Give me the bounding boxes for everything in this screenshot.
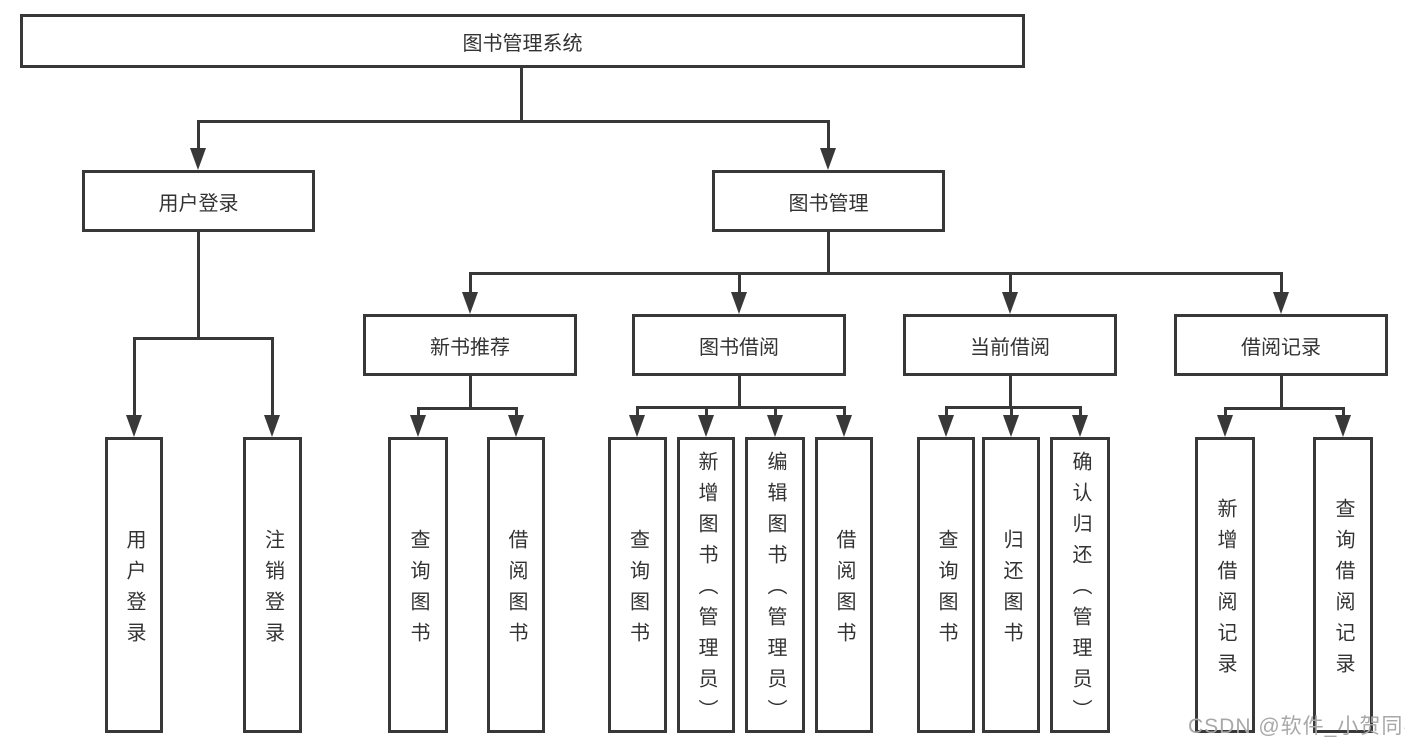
arrow-down-icon xyxy=(126,415,142,437)
leaf-label: 查询图书 xyxy=(407,528,429,653)
leaf-label: 注销登录 xyxy=(261,528,284,653)
leaf-label: 编辑图书（管理员） xyxy=(764,451,786,730)
leaf-query-book-1: 查询图书 xyxy=(388,437,448,733)
connector-stem-leaf xyxy=(1224,407,1227,419)
leaf-add-borrow-record: 新增借阅记录 xyxy=(1195,437,1255,733)
connector-stem-leaf xyxy=(1010,406,1013,418)
leaf-return-book: 归还图书 xyxy=(982,437,1040,733)
node-book-borrow-label: 图书借阅 xyxy=(699,336,779,359)
leaf-label: 借阅图书 xyxy=(505,528,527,653)
connector-bookmgmt-hline xyxy=(469,272,1283,275)
arrow-down-icon xyxy=(190,148,206,170)
arrow-down-icon xyxy=(731,292,747,314)
node-user-login-label: 用户登录 xyxy=(158,192,239,215)
connector-stem-leaf xyxy=(843,406,846,418)
leaf-query-book-2: 查询图书 xyxy=(608,437,667,733)
arrow-down-icon xyxy=(1072,415,1088,437)
connector-userlogin-stem xyxy=(197,232,200,337)
csdn-watermark: CSDN @软件_小贺同学 xyxy=(1188,715,1405,738)
leaf-query-book-3: 查询图书 xyxy=(917,437,975,733)
connector-stem-newbook xyxy=(469,272,472,296)
arrow-down-icon xyxy=(1335,415,1351,437)
arrow-down-icon xyxy=(1002,292,1018,314)
connector-stem-user-login xyxy=(197,120,200,152)
node-book-mgmt: 图书管理 xyxy=(712,170,945,232)
leaf-borrow-book-2: 借阅图书 xyxy=(815,437,873,733)
connector-stem-leaf xyxy=(515,407,518,419)
connector-newbook-hline xyxy=(417,407,518,410)
arrow-down-icon xyxy=(410,415,426,437)
arrow-down-icon xyxy=(938,415,954,437)
connector-root-stem xyxy=(520,68,523,120)
leaf-label: 新增借阅记录 xyxy=(1214,497,1236,684)
leaf-label: 查询图书 xyxy=(935,528,957,653)
node-user-login: 用户登录 xyxy=(82,170,315,232)
leaf-add-book-admin: 新增图书（管理员） xyxy=(677,437,735,733)
node-new-book: 新书推荐 xyxy=(363,314,577,376)
leaf-label: 用户登录 xyxy=(123,528,145,653)
node-current-borrow-label: 当前借阅 xyxy=(970,336,1050,359)
leaf-label: 查询图书 xyxy=(626,528,649,653)
node-current-borrow: 当前借阅 xyxy=(903,314,1117,376)
connector-stem-leaf xyxy=(774,406,777,418)
connector-currentborrow-hline xyxy=(945,406,1082,409)
connector-newbook-stem xyxy=(469,376,472,407)
connector-stem-leaf xyxy=(271,337,274,419)
connector-stem-leaf xyxy=(945,406,948,418)
connector-bookborrow-hline xyxy=(636,406,846,409)
connector-bookmgmt-stem xyxy=(827,232,830,272)
node-new-book-label: 新书推荐 xyxy=(430,336,510,359)
leaf-borrow-book-1: 借阅图书 xyxy=(487,437,545,733)
arrow-down-icon xyxy=(462,292,478,314)
leaf-label: 查询借阅记录 xyxy=(1332,497,1354,684)
arrow-down-icon xyxy=(1273,292,1289,314)
connector-root-hline xyxy=(197,120,830,123)
arrow-down-icon xyxy=(767,415,783,437)
arrow-down-icon xyxy=(820,148,836,170)
connector-stem-bookborrow xyxy=(738,272,741,296)
leaf-query-borrow-record: 查询借阅记录 xyxy=(1313,437,1373,733)
leaf-confirm-return-admin: 确认归还（管理员） xyxy=(1050,437,1110,733)
arrow-down-icon xyxy=(629,415,645,437)
connector-stem-leaf xyxy=(1079,406,1082,418)
leaf-label: 确认归还（管理员） xyxy=(1069,451,1091,730)
leaf-label: 归还图书 xyxy=(1000,528,1022,653)
connector-borrowrecord-stem xyxy=(1280,376,1283,407)
leaf-label: 新增图书（管理员） xyxy=(695,451,717,730)
node-book-mgmt-label: 图书管理 xyxy=(788,192,869,215)
arrow-down-icon xyxy=(508,415,524,437)
leaf-logout: 注销登录 xyxy=(243,437,302,733)
connector-bookborrow-stem xyxy=(738,376,741,406)
arrow-down-icon xyxy=(264,415,280,437)
leaf-label: 借阅图书 xyxy=(833,528,855,653)
node-borrow-record-label: 借阅记录 xyxy=(1241,336,1321,359)
node-borrow-record: 借阅记录 xyxy=(1174,314,1388,376)
arrow-down-icon xyxy=(698,415,714,437)
connector-stem-book-mgmt xyxy=(827,120,830,152)
connector-currentborrow-stem xyxy=(1009,376,1012,406)
connector-borrowrecord-hline xyxy=(1224,407,1345,410)
arrow-down-icon xyxy=(1217,415,1233,437)
connector-stem-leaf xyxy=(705,406,708,418)
connector-userlogin-hline xyxy=(133,337,274,340)
arrow-down-icon xyxy=(836,415,852,437)
connector-stem-leaf xyxy=(133,337,136,419)
node-root-label: 图书管理系统 xyxy=(462,32,583,55)
connector-stem-leaf xyxy=(417,407,420,419)
connector-stem-borrowrecord xyxy=(1280,272,1283,296)
leaf-user-login: 用户登录 xyxy=(105,437,163,733)
connector-stem-leaf xyxy=(636,406,639,418)
leaf-edit-book-admin: 编辑图书（管理员） xyxy=(745,437,805,733)
node-book-borrow: 图书借阅 xyxy=(632,314,846,376)
connector-stem-leaf xyxy=(1342,407,1345,419)
arrow-down-icon xyxy=(1003,415,1019,437)
node-root: 图书管理系统 xyxy=(20,14,1025,68)
connector-stem-currentborrow xyxy=(1009,272,1012,296)
